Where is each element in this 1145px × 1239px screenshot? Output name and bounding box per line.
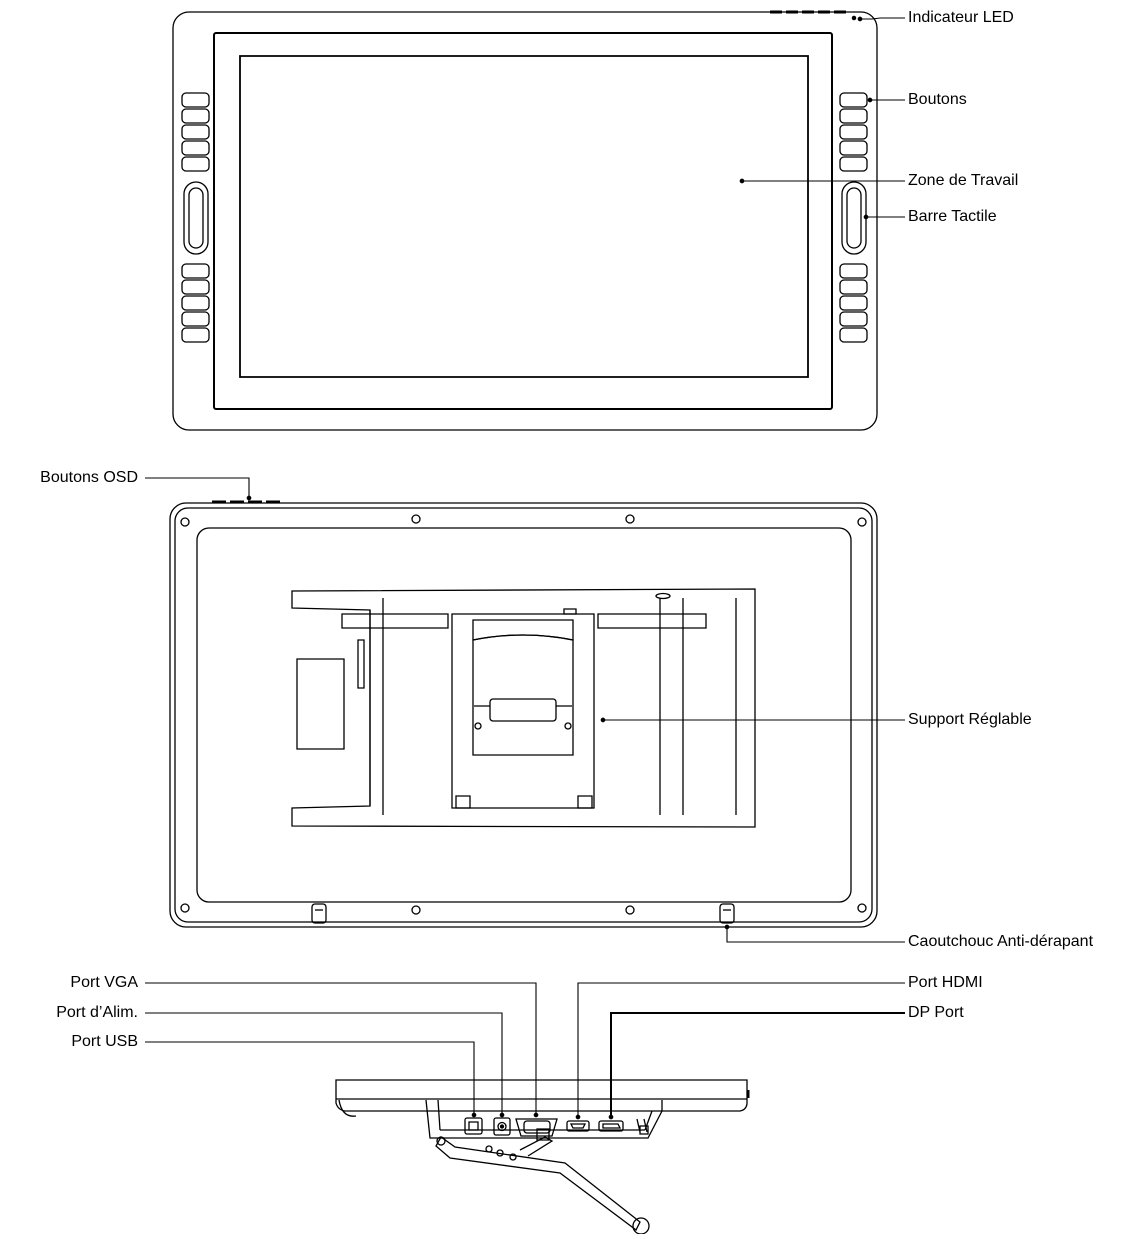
rubber-feet bbox=[312, 904, 734, 923]
back-view bbox=[170, 502, 877, 927]
work-area-screen bbox=[240, 56, 808, 377]
power-port-shape bbox=[494, 1118, 510, 1135]
right-touch-bar bbox=[842, 182, 866, 254]
label-dp: DP Port bbox=[908, 1004, 964, 1021]
right-buttons-bottom bbox=[840, 264, 867, 342]
leader-dp bbox=[611, 1013, 905, 1117]
label-osd-buttons: Boutons OSD bbox=[40, 469, 138, 486]
left-buttons-bottom bbox=[182, 264, 209, 342]
right-buttons-top bbox=[840, 93, 867, 171]
left-buttons-top bbox=[182, 93, 209, 171]
label-power: Port d’Alim. bbox=[56, 1004, 138, 1021]
leader-power bbox=[145, 1013, 502, 1115]
leader-hdmi bbox=[578, 983, 905, 1117]
dp-port-shape bbox=[599, 1121, 623, 1131]
back-outer-frame bbox=[170, 503, 877, 927]
vga-port-shape bbox=[516, 1119, 557, 1136]
label-buttons: Boutons bbox=[908, 91, 967, 108]
label-rubber-feet: Caoutchouc Anti-dérapant bbox=[908, 933, 1094, 950]
stand-leg bbox=[436, 1137, 640, 1230]
bottom-body bbox=[336, 1080, 747, 1111]
left-touch-bar bbox=[184, 182, 208, 254]
leader-osd bbox=[145, 478, 249, 498]
leader-lines bbox=[145, 17, 905, 1119]
leader-rubber bbox=[727, 927, 905, 942]
label-stand: Support Réglable bbox=[908, 711, 1032, 728]
leader-usb bbox=[145, 1042, 474, 1115]
back-panel bbox=[197, 528, 851, 902]
leader-vga bbox=[145, 983, 536, 1115]
leader-led bbox=[860, 18, 905, 19]
label-vga: Port VGA bbox=[70, 974, 138, 991]
adjustable-stand bbox=[292, 589, 755, 827]
label-led: Indicateur LED bbox=[908, 9, 1014, 26]
label-work-area: Zone de Travail bbox=[908, 172, 1019, 189]
label-touch-bar: Barre Tactile bbox=[908, 208, 997, 225]
stand-label-plate bbox=[297, 659, 344, 749]
bottom-view bbox=[336, 1080, 748, 1234]
front-view bbox=[173, 12, 877, 430]
usb-port-shape bbox=[465, 1118, 482, 1134]
led-dot bbox=[852, 16, 855, 19]
label-hdmi: Port HDMI bbox=[908, 974, 983, 991]
hdmi-port-shape bbox=[567, 1121, 589, 1131]
back-inner-frame bbox=[175, 508, 872, 922]
port-housing bbox=[426, 1100, 662, 1138]
front-bezel bbox=[214, 33, 832, 409]
back-screws bbox=[181, 515, 866, 914]
front-outer-frame bbox=[173, 12, 877, 430]
label-usb: Port USB bbox=[71, 1033, 138, 1050]
